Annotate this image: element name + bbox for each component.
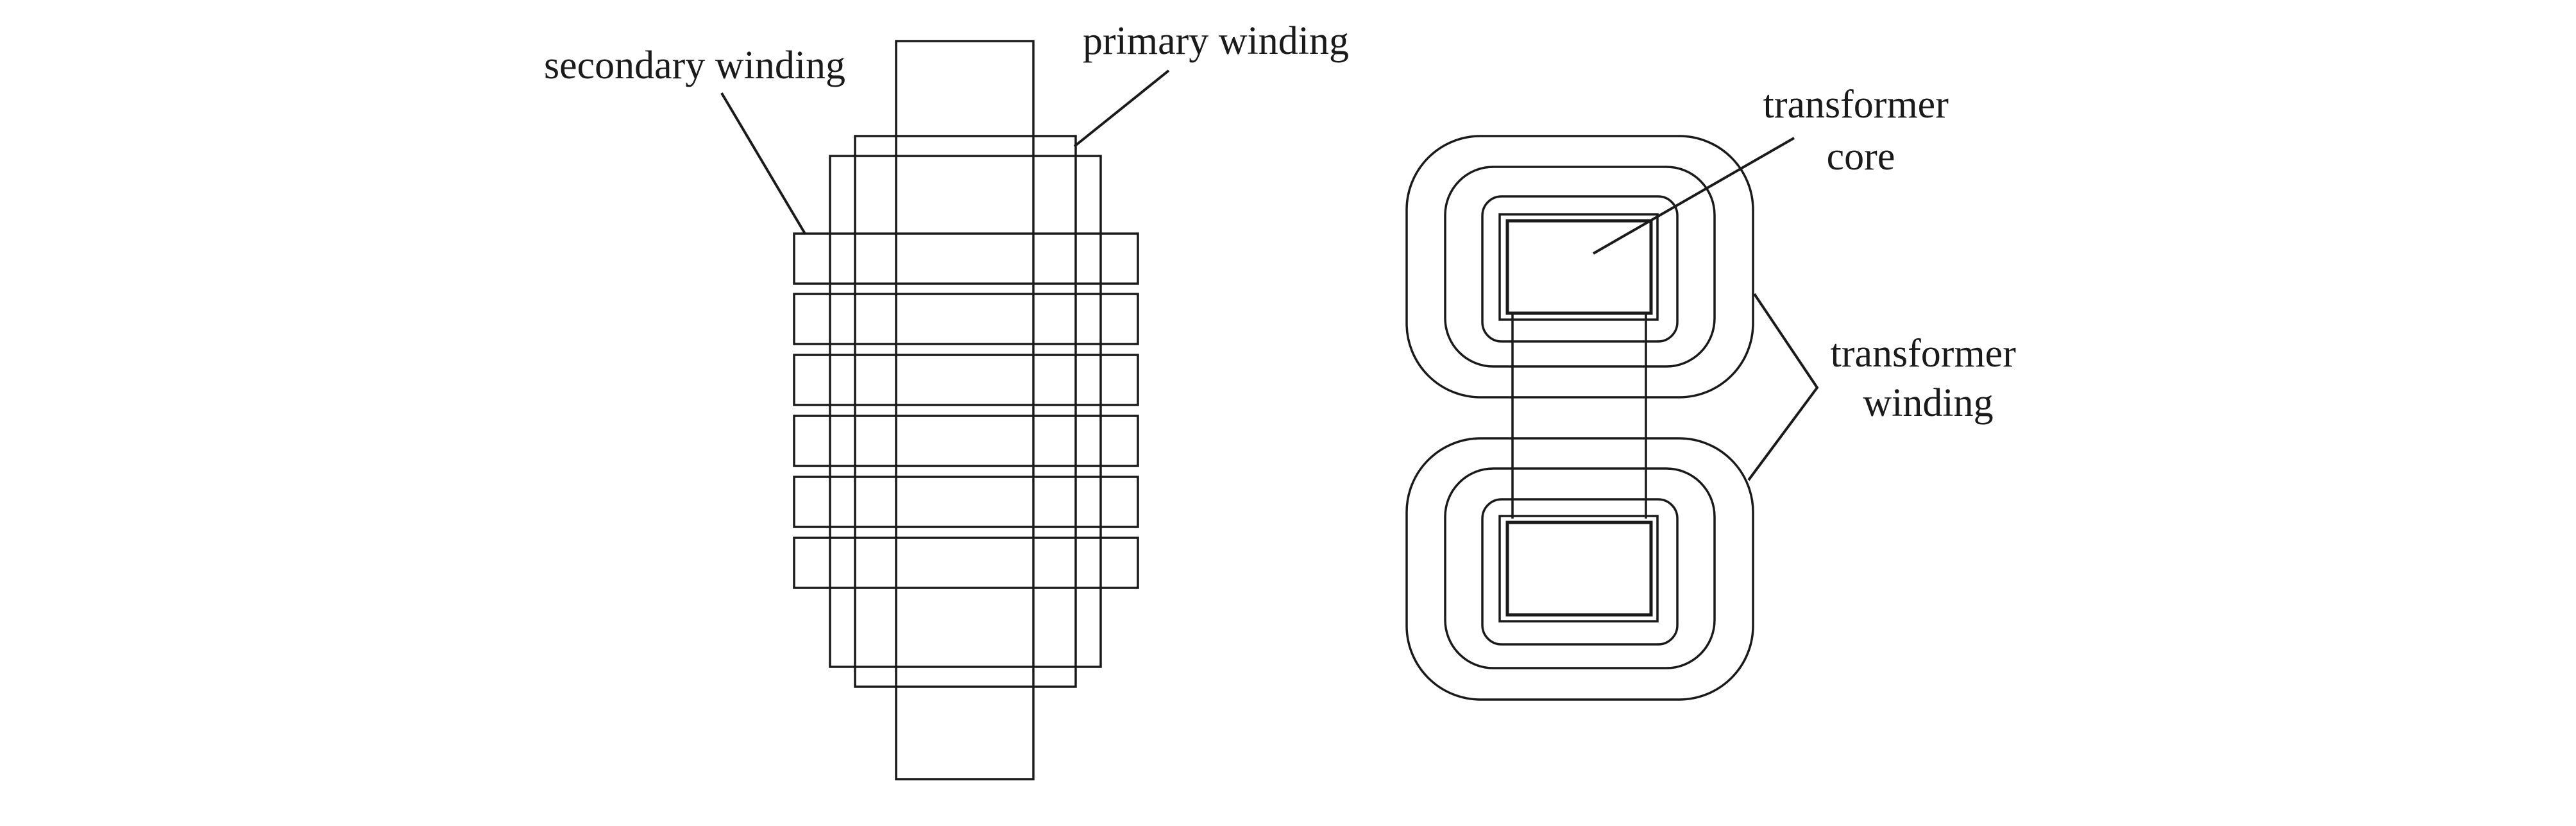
secondary-winding-disc	[793, 232, 1139, 285]
transformer-core-label: transformer core	[1763, 83, 1959, 178]
secondary-winding-leader	[720, 92, 806, 235]
winding-ring-outer	[1405, 437, 1754, 701]
secondary-winding-disc	[793, 476, 1139, 528]
winding-ring-middle	[1444, 467, 1716, 669]
secondary-winding-label: secondary winding	[544, 44, 845, 87]
secondary-winding-discs	[793, 232, 1139, 589]
core-limb-frame	[1498, 515, 1659, 623]
primary-winding-outer-layer	[854, 135, 1077, 688]
secondary-winding-disc	[793, 293, 1139, 345]
transformer-core-leader	[1593, 137, 1795, 255]
transformer-core-section	[1505, 521, 1653, 617]
secondary-winding-disc	[793, 415, 1139, 467]
primary-winding-label: primary winding	[1083, 19, 1349, 63]
transformer-core-label-line1: transformer	[1763, 83, 1949, 126]
upper-winding-rings	[1405, 135, 1754, 399]
winding-ring-inner	[1481, 195, 1679, 343]
transformer-winding-label-line2: winding	[1863, 381, 1993, 425]
transformer-winding-leader	[1747, 293, 1819, 481]
transformer-winding-label: transformer winding	[1831, 332, 2026, 425]
central-core-column	[895, 40, 1035, 780]
primary-winding-leader	[1073, 69, 1170, 148]
side-view-transformer	[793, 40, 1139, 780]
lower-winding-rings	[1405, 437, 1754, 701]
transformer-winding-label-line1: transformer	[1831, 332, 2017, 375]
secondary-winding-disc	[793, 537, 1139, 589]
top-view-transformer	[1405, 135, 1754, 701]
winding-ring-inner	[1481, 498, 1679, 646]
primary-winding-inner-layer	[829, 155, 1102, 668]
secondary-winding-disc	[793, 354, 1139, 406]
winding-ring-middle	[1444, 166, 1716, 368]
winding-ring-outer	[1405, 135, 1754, 399]
transformer-core-section	[1505, 219, 1653, 315]
core-limb-frame	[1498, 213, 1659, 321]
transformer-core-label-line2: core	[1827, 135, 1895, 178]
